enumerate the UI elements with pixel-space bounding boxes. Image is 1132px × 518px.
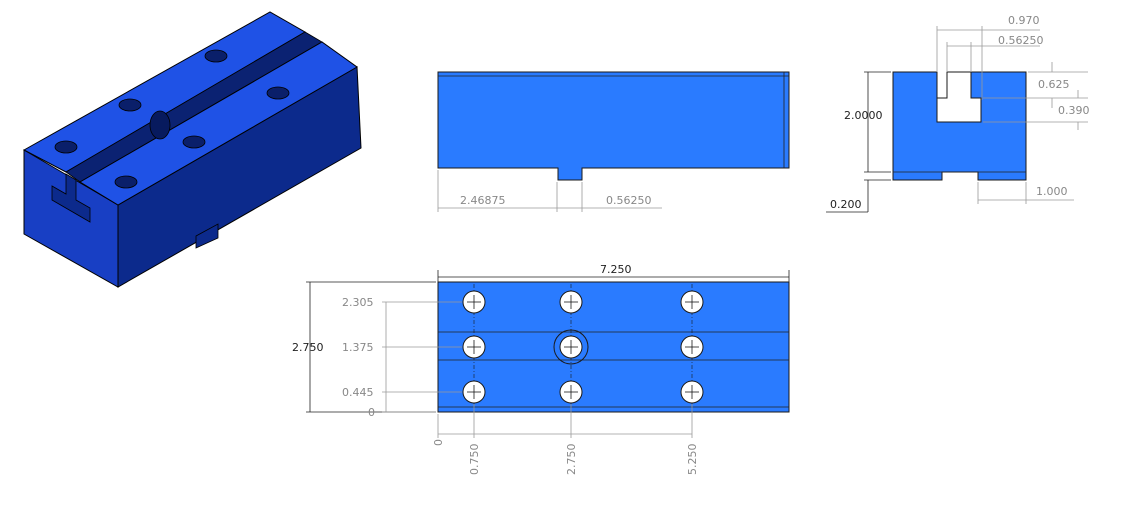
iso-end-tslot	[51, 173, 91, 223]
ordinate-y-0: 2.305	[342, 296, 374, 309]
dim-side-0.970: 0.970	[1008, 14, 1040, 27]
iso-holes	[54, 49, 290, 189]
ordinate-x-1: 0.750	[468, 444, 481, 476]
hole-crosshairs	[467, 295, 699, 399]
top-view: 7.250 2.750 2.305 1.375 0.445 0 0 0.750 …	[292, 263, 790, 476]
front-view-body	[437, 71, 790, 181]
center-counterbore	[553, 329, 589, 365]
top-view-body	[437, 281, 790, 413]
ordinate-x-0: 0	[432, 439, 445, 446]
ordinate-y-3: 0	[368, 406, 375, 419]
ordinate-y-2: 0.445	[342, 386, 374, 399]
isometric-view	[22, 11, 362, 288]
dim-top-7.250: 7.250	[600, 263, 632, 276]
dim-side-0.625: 0.625	[1038, 78, 1070, 91]
iso-center-relief	[149, 110, 171, 140]
side-view-tslot	[936, 71, 982, 123]
ordinate-y-1: 1.375	[342, 341, 374, 354]
dim-side-1.000: 1.000	[1036, 185, 1068, 198]
dim-side-0.390: 0.390	[1058, 104, 1090, 117]
dim-side-2.0000: 2.0000	[844, 109, 883, 122]
dim-front-0.56250: 0.56250	[606, 194, 652, 207]
dim-top-2.750: 2.750	[292, 341, 324, 354]
ordinate-x-2: 2.750	[565, 444, 578, 476]
side-view: 0.970 0.56250 0.625 0.390 2.0000 0.200 1…	[826, 14, 1090, 213]
dim-side-0.56250: 0.56250	[998, 34, 1044, 47]
dim-front-2.46875: 2.46875	[460, 194, 506, 207]
dim-side-0.200: 0.200	[830, 198, 862, 211]
iso-top-rail-right	[79, 41, 358, 206]
iso-bottom-key	[195, 223, 219, 249]
iso-end-face	[23, 149, 119, 288]
front-view: 2.46875 0.56250	[437, 71, 790, 212]
ordinate-x-3: 5.250	[686, 444, 699, 476]
